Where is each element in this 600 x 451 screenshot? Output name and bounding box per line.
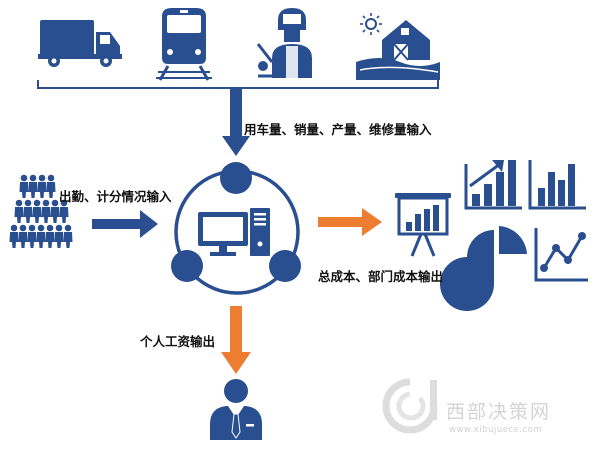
bottom-output-arrow <box>221 306 251 374</box>
computer-icon <box>171 162 301 295</box>
crowd-person-head <box>24 199 32 207</box>
crowd-person-head <box>33 199 41 207</box>
right-output-label: 总成本、部门成本输出 <box>318 269 444 284</box>
crowd-person-body <box>36 232 46 248</box>
crowd-person-body <box>14 207 24 223</box>
crowd-person-body <box>27 232 37 248</box>
crowd-person-body <box>19 182 29 198</box>
presentation-icon <box>395 193 451 257</box>
worker-icon <box>256 8 312 78</box>
crowd-person-head <box>10 224 18 232</box>
right-output-arrow <box>318 208 382 236</box>
crowd-person-body <box>9 232 19 248</box>
crowd-person-head <box>60 199 68 207</box>
top-bracket <box>37 80 439 89</box>
crowd-person-body <box>45 232 55 248</box>
watermark-url: www.xibujuece.com <box>449 425 543 435</box>
crowd-person-body <box>28 182 38 198</box>
train-icon <box>156 8 212 81</box>
crowd-person-head <box>15 199 23 207</box>
crowd-person-head <box>51 199 59 207</box>
crowd-person-body <box>23 207 33 223</box>
barn-icon <box>356 13 440 80</box>
crowd-person-head <box>47 174 55 182</box>
watermark-logo <box>382 378 438 434</box>
crowd-person-head <box>29 174 37 182</box>
truck-icon <box>38 20 122 67</box>
top-down-arrow <box>222 89 250 156</box>
watermark-name: 西部决策网 <box>446 401 552 423</box>
crowd-person-body <box>46 182 56 198</box>
top-input-label: 用车量、销量、产量、维修量输入 <box>244 122 432 137</box>
crowd-person-head <box>42 199 50 207</box>
crowd-person-head <box>28 224 36 232</box>
crowd-icon <box>9 174 73 248</box>
crowd-person-head <box>46 224 54 232</box>
crowd-person-body <box>50 207 60 223</box>
left-input-label: 出勤、计分情况输入 <box>59 189 172 204</box>
person-icon <box>210 379 262 440</box>
crowd-person-head <box>55 224 63 232</box>
pie-chart-icon <box>440 226 527 311</box>
crowd-person-body <box>63 232 73 248</box>
left-input-arrow <box>92 210 158 238</box>
bottom-output-label: 个人工资输出 <box>140 334 216 349</box>
crowd-person-body <box>37 182 47 198</box>
crowd-person-head <box>64 224 72 232</box>
crowd-person-body <box>41 207 51 223</box>
crowd-person-head <box>19 224 27 232</box>
crowd-person-body <box>32 207 42 223</box>
crowd-person-body <box>54 232 64 248</box>
crowd-person-head <box>37 224 45 232</box>
bar-chart-icon <box>464 160 522 210</box>
crowd-person-body <box>59 207 69 223</box>
crowd-person-head <box>38 174 46 182</box>
crowd-person-head <box>20 174 28 182</box>
line-chart-icon <box>534 228 588 282</box>
crowd-person-body <box>18 232 28 248</box>
bar-chart-icon <box>528 160 586 210</box>
